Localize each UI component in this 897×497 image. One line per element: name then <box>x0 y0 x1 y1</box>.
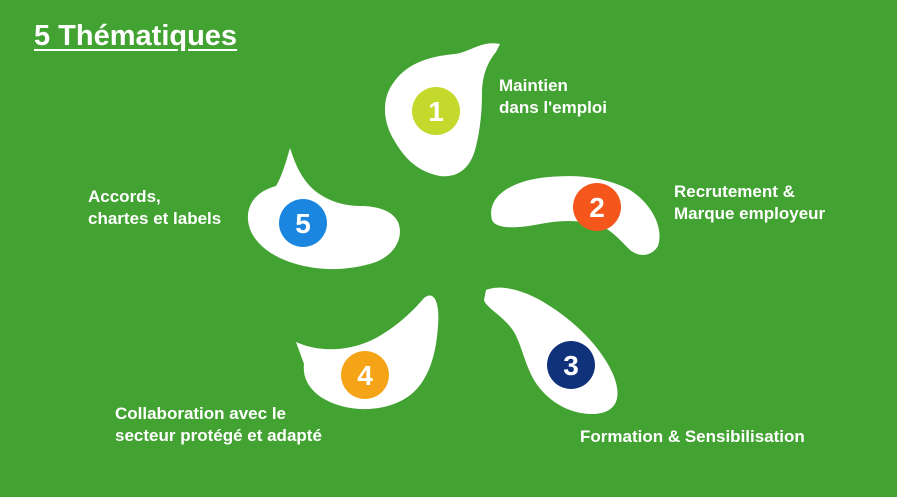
petal-5-shape <box>247 148 400 270</box>
theme-2-badge <box>573 183 621 231</box>
theme-5-number: 5 <box>295 208 311 239</box>
theme-5-label-line-1: Accords, <box>88 187 161 206</box>
theme-4-number: 4 <box>357 360 373 391</box>
theme-5-badge <box>279 199 327 247</box>
theme-2-label: Recrutement & Marque employeur <box>674 181 825 225</box>
theme-4-badge <box>341 351 389 399</box>
theme-1: 1 <box>384 43 500 177</box>
theme-1-label: Maintien dans l'emploi <box>499 75 607 119</box>
theme-3: 3 <box>484 287 618 414</box>
theme-4-label-line-1: Collaboration avec le <box>115 404 286 423</box>
theme-1-badge <box>412 87 460 135</box>
theme-3-label-line-1: Formation & Sensibilisation <box>580 427 805 446</box>
theme-2: 2 <box>491 176 660 255</box>
theme-1-label-line-1: Maintien <box>499 76 568 95</box>
theme-4-label: Collaboration avec le secteur protégé et… <box>115 403 322 447</box>
theme-3-label: Formation & Sensibilisation <box>580 426 805 448</box>
theme-5: 5 <box>247 148 400 270</box>
theme-5-label: Accords, chartes et labels <box>88 186 221 230</box>
theme-2-label-line-1: Recrutement & <box>674 182 795 201</box>
page-title: 5 Thématiques <box>34 20 238 52</box>
theme-5-label-line-2: chartes et labels <box>88 209 222 228</box>
theme-3-number: 3 <box>563 350 579 381</box>
theme-3-badge <box>547 341 595 389</box>
theme-1-number: 1 <box>428 96 444 127</box>
theme-2-number: 2 <box>589 192 605 223</box>
theme-2-label-line-2: Marque employeur <box>674 204 826 223</box>
theme-1-label-line-2: dans l'emploi <box>499 98 607 117</box>
petal-3-shape <box>484 287 618 414</box>
theme-4-label-line-2: secteur protégé et adapté <box>115 426 322 445</box>
theme-4: 4 <box>296 295 439 410</box>
